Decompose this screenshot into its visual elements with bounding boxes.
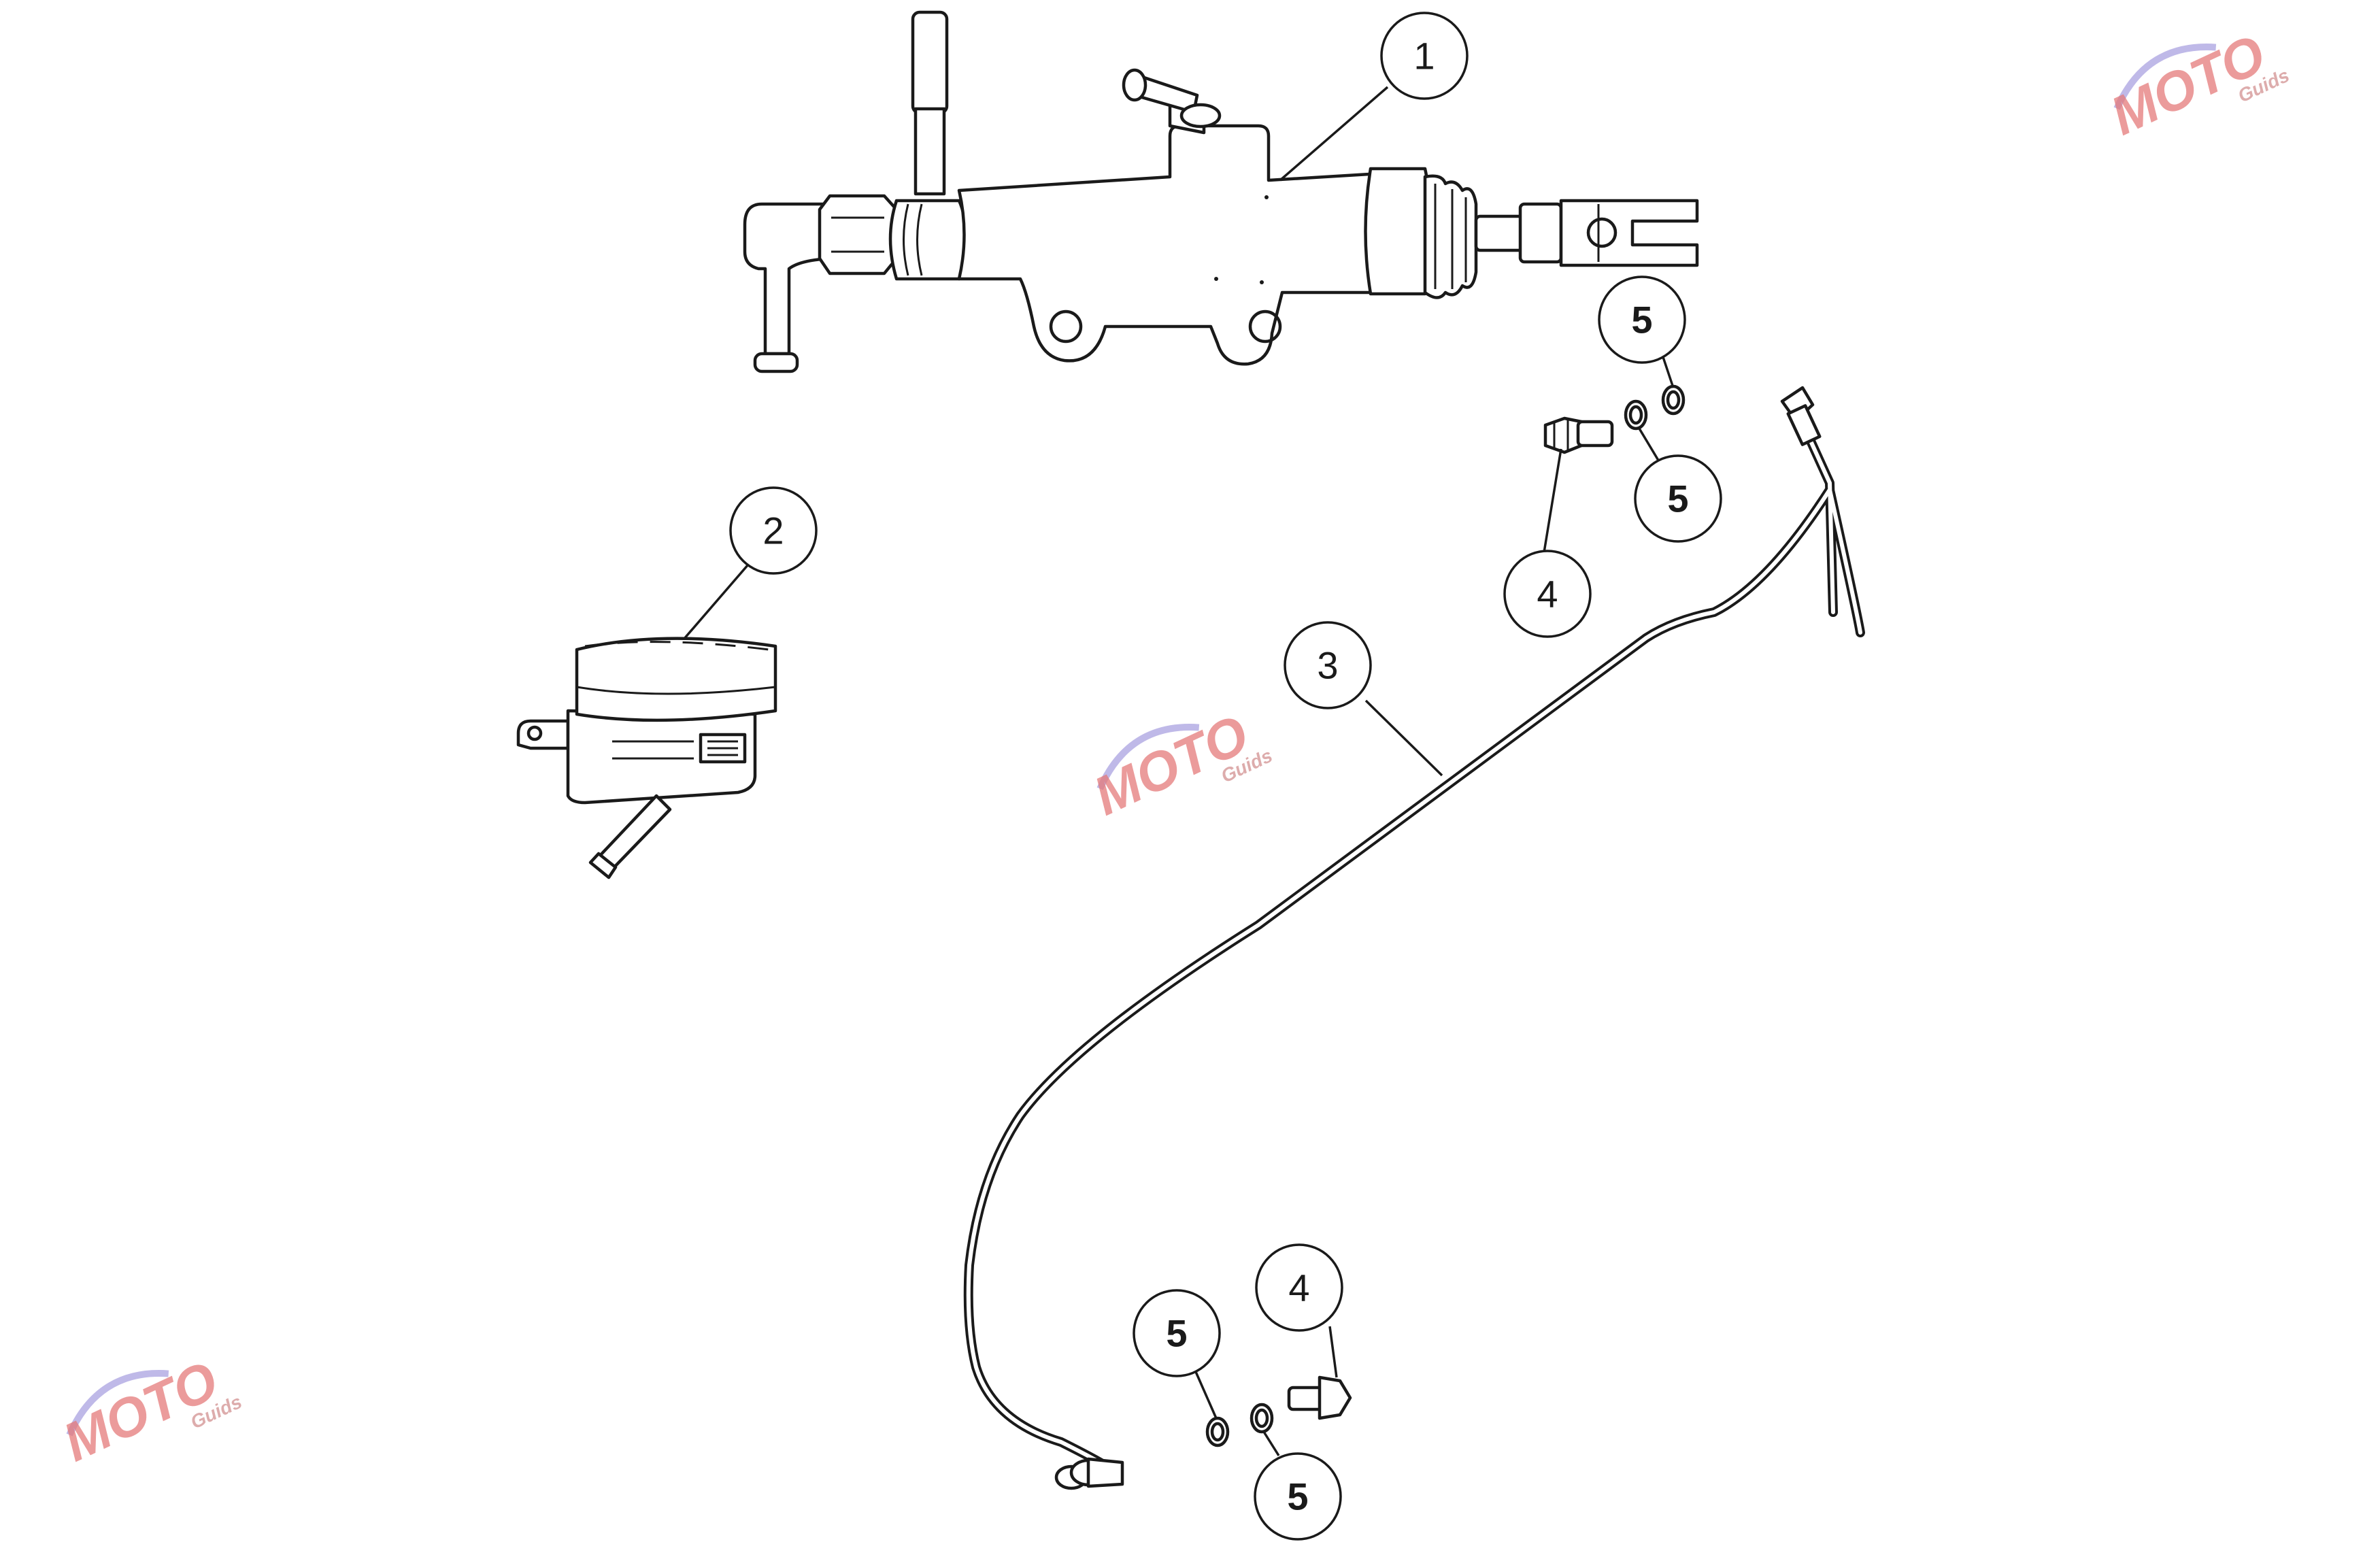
callout-4-lower: 4 [1255, 1243, 1343, 1332]
callout-5-lower-bottom: 5 [1254, 1452, 1342, 1541]
callout-label-5-d: 5 [1287, 1475, 1308, 1518]
callout-2: 2 [729, 486, 818, 575]
callout-5-upper-top: 5 [1598, 275, 1686, 364]
callout-3: 3 [1284, 621, 1372, 709]
callout-label-3: 3 [1317, 644, 1338, 687]
callout-1: 1 [1380, 12, 1469, 100]
callout-5-lower-left: 5 [1133, 1289, 1221, 1377]
sealing-washers [1205, 384, 1686, 1447]
banjo-bolt-upper [1543, 416, 1614, 454]
callout-label-4-lower: 4 [1288, 1267, 1309, 1309]
leader-lines [682, 86, 1675, 1456]
callout-5-upper-bottom: 5 [1634, 454, 1722, 543]
master-cylinder [743, 10, 1699, 373]
brake-hose [963, 386, 1865, 1490]
callout-label-4-upper: 4 [1537, 573, 1558, 616]
callout-label-5-b: 5 [1667, 477, 1688, 520]
callout-label-5-a: 5 [1631, 299, 1652, 341]
watermark-bottom-left: MOTO Guids [54, 1350, 246, 1473]
watermark-center: MOTO Guids [1085, 703, 1276, 826]
banjo-bolt-lower [1287, 1375, 1352, 1420]
watermark-top-right: MOTO Guids [2102, 23, 2293, 146]
fluid-reservoir [516, 637, 777, 879]
callout-label-5-c: 5 [1166, 1312, 1187, 1355]
callout-4-upper: 4 [1503, 550, 1592, 638]
callout-label-1: 1 [1413, 35, 1435, 78]
callout-label-2: 2 [762, 509, 784, 552]
